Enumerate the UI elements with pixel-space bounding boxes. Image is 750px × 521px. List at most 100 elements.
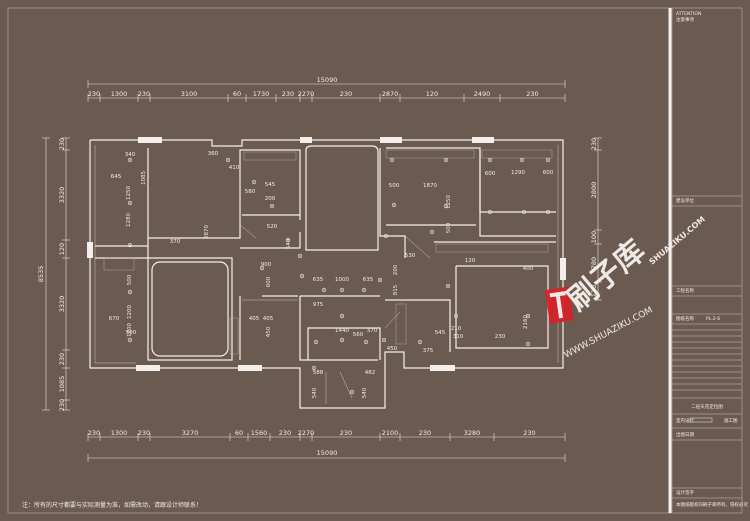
ceiling-light-icon xyxy=(377,277,383,283)
ceiling-light-icon xyxy=(545,209,551,215)
tb-sign-construction: 施工图 xyxy=(724,417,738,424)
bottom-overall-dimension: 15090 xyxy=(87,449,566,462)
interior-dimension-label: 500 xyxy=(389,183,400,189)
dimension-label: 1730 xyxy=(253,90,270,98)
overall-width-bottom: 15090 xyxy=(317,449,338,457)
interior-dimension-label: 670 xyxy=(109,316,120,322)
dimension-label: 230 xyxy=(58,353,66,365)
interior-dimension-label: 310 xyxy=(453,334,464,340)
dimension-label: 2870 xyxy=(382,90,399,98)
door-lines xyxy=(239,224,431,404)
ceiling-light-icon xyxy=(285,237,291,243)
ceiling-light-icon xyxy=(453,313,459,319)
interior-dimension-label: 900 xyxy=(261,262,272,268)
interior-dimension-label: 815 xyxy=(393,284,399,295)
interior-dimension-label: 520 xyxy=(267,224,278,230)
ceiling-light-icon xyxy=(311,365,317,371)
watermark-url-large: WWW.SHUAZIKU.COM xyxy=(563,305,655,360)
watermark-brand: 刷子库 xyxy=(561,233,652,318)
interior-dimension-label: 1250 xyxy=(126,186,132,200)
ceiling-light-icon xyxy=(545,157,551,163)
tb-signature: 设计签字 xyxy=(676,489,694,496)
ceiling-light-icon xyxy=(321,287,327,293)
interior-dimension-label: 1280 xyxy=(126,213,132,227)
ceiling-light-icon xyxy=(339,287,345,293)
dimension-label: 3280 xyxy=(464,429,481,437)
interior-dimension-label: 1290 xyxy=(511,170,525,176)
ceiling-light-icon xyxy=(429,229,435,235)
ceiling-light-icon xyxy=(445,283,451,289)
ceiling-light-icon xyxy=(127,337,133,343)
interior-dimension-label: 540 xyxy=(312,387,318,398)
title-block: ATTENTION 注意事项 建设单位 工程名称 图纸名称 PL-2-6 二层天… xyxy=(668,8,748,513)
ceiling-light-icon xyxy=(443,157,449,163)
drawing-border xyxy=(7,7,743,514)
interior-dimension-label: 120 xyxy=(465,258,476,264)
ceiling-light-icon xyxy=(127,242,133,248)
top-overall-dimension: 15090 xyxy=(87,76,566,88)
ceiling-light-icon xyxy=(225,157,231,163)
tb-field-drawing: 图纸名称 xyxy=(676,315,694,322)
watermark-url: SHUAZIKU.COM xyxy=(648,215,707,267)
dimension-label: 1300 xyxy=(111,90,128,98)
interior-dimension-label: 410 xyxy=(229,165,240,171)
interior-dimension-label: 545 xyxy=(435,330,446,336)
interior-dimension-label: 405 xyxy=(263,316,274,322)
interior-dimension-label: 600 xyxy=(485,171,496,177)
ceiling-light-icon xyxy=(339,337,345,343)
ceiling-lights xyxy=(127,157,551,395)
interior-dimension-label: 2870 xyxy=(204,225,210,239)
dimension-label: 1300 xyxy=(111,429,128,437)
tb-header: ATTENTION xyxy=(676,11,701,17)
dimension-label: 3270 xyxy=(182,429,199,437)
ceiling-light-icon xyxy=(127,157,133,163)
interior-dimension-label: 545 xyxy=(265,182,276,188)
ceiling-light-icon xyxy=(443,203,449,209)
interior-dimension-label: 1000 xyxy=(335,277,349,283)
tb-sign-designer: 室内设计 xyxy=(676,417,694,424)
interior-dimension-label: 1200 xyxy=(127,323,133,337)
interior-dimension-label: 450 xyxy=(387,346,398,352)
wall-hatching xyxy=(103,149,553,355)
interior-dimension-label: 580 xyxy=(245,189,256,195)
dimension-label: 60 xyxy=(233,90,241,98)
dimension-label: 1085 xyxy=(58,376,66,393)
interior-dimension-label: 400 xyxy=(523,266,534,272)
tb-field-project: 工程名称 xyxy=(676,287,694,294)
dimension-label: 2100 xyxy=(382,429,399,437)
living-ceiling-cove xyxy=(151,261,229,357)
dimension-label: 230 xyxy=(138,90,150,98)
interior-dimension-label: 340 xyxy=(125,152,136,158)
interior-dimension-label: 1250 xyxy=(446,195,452,209)
interior-dimension-label: 210 xyxy=(451,326,462,332)
interior-dimension-label: 635 xyxy=(363,277,374,283)
ceiling-light-icon xyxy=(259,265,265,271)
tb-drawing-no: PL-2-6 xyxy=(706,316,720,322)
tb-footer: 本图纸版权归刷子库所有，侵权必究 xyxy=(676,501,748,508)
dimension-label: 230 xyxy=(58,399,66,411)
interior-dimension-label: 560 xyxy=(353,332,364,338)
dimension-label: 3320 xyxy=(58,296,66,313)
dimension-label: 230 xyxy=(282,90,294,98)
dimension-label: 120 xyxy=(426,90,438,98)
dimension-label: 230 xyxy=(526,90,538,98)
corridor-ceiling xyxy=(305,145,379,251)
dimension-label: 2490 xyxy=(474,90,491,98)
ceiling-light-icon xyxy=(521,209,527,215)
ceiling-light-icon xyxy=(313,339,319,345)
tb-drawing-title: 二层天花定位图 xyxy=(691,403,723,410)
ceiling-light-icon xyxy=(339,313,345,319)
interior-dimension-label: 1085 xyxy=(141,171,147,185)
dimension-label: 120 xyxy=(58,243,66,255)
dimension-label: 230 xyxy=(419,429,431,437)
interior-dimension-label: 1440 xyxy=(335,328,349,334)
dimension-label: 2270 xyxy=(298,90,315,98)
interior-dimension-label: 405 xyxy=(249,316,260,322)
ceiling-light-icon xyxy=(299,273,305,279)
interior-dimension-label: 1200 xyxy=(127,305,133,319)
dimension-label: 230 xyxy=(340,90,352,98)
dimension-label: 100 xyxy=(590,231,598,243)
